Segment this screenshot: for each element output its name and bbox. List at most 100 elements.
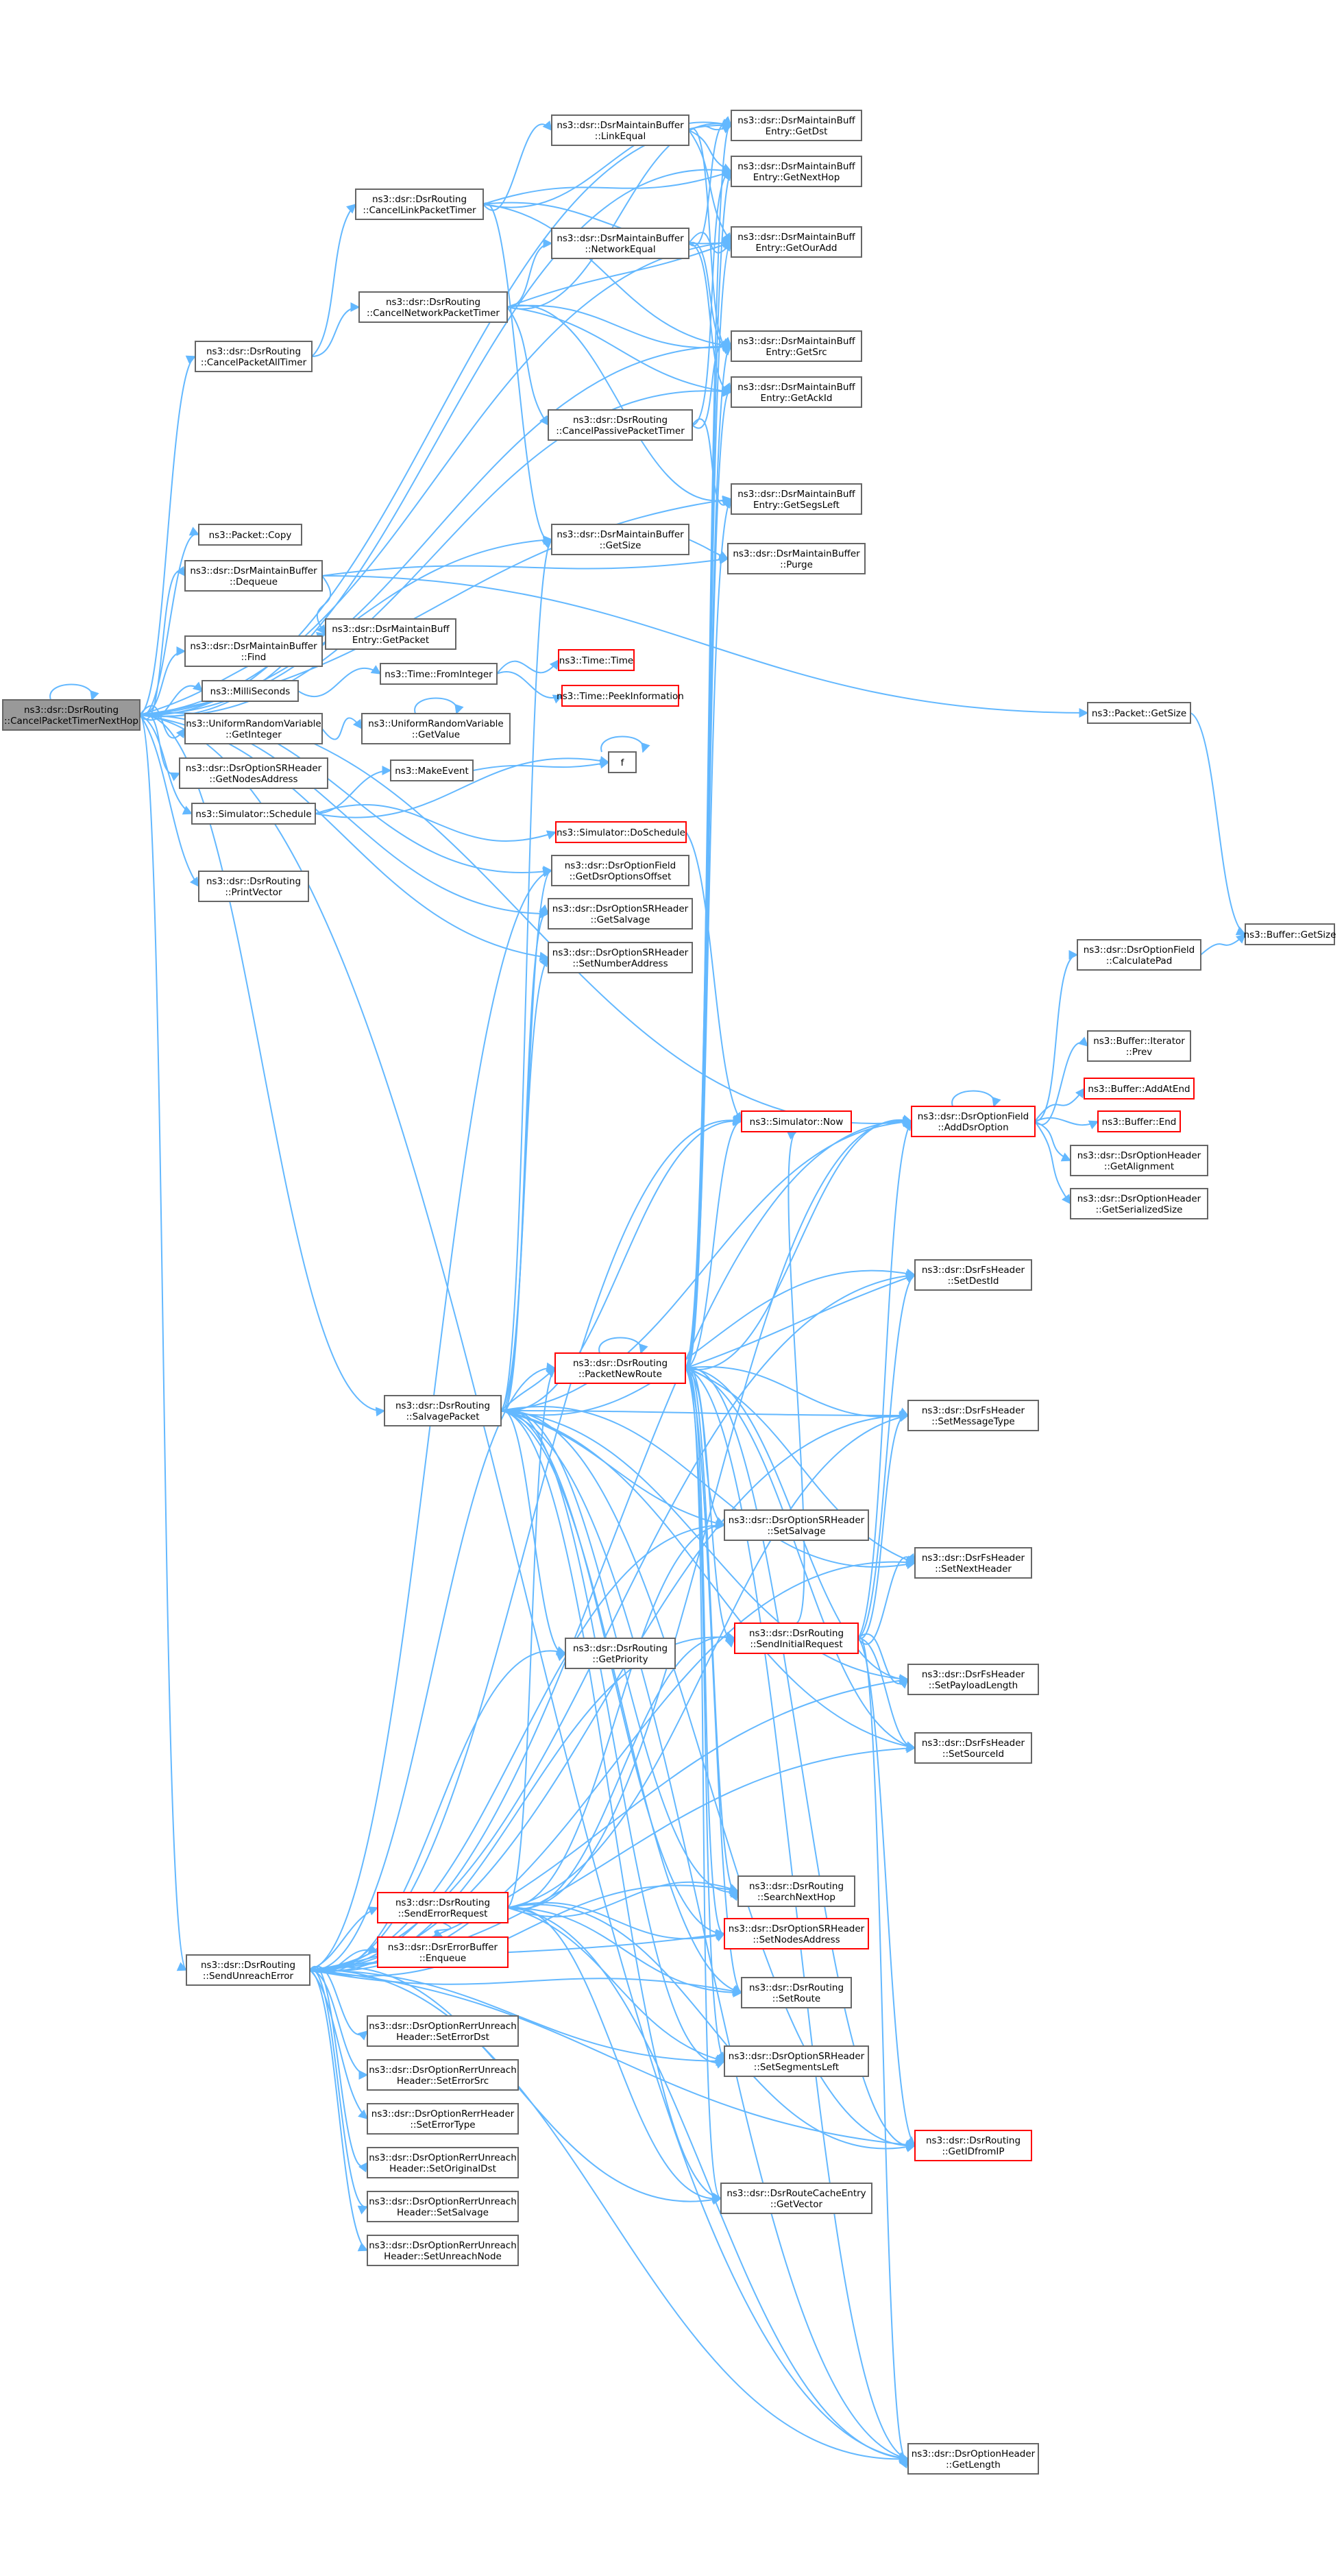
node-box-getPriority[interactable] (565, 1638, 676, 1669)
node-box-makeEvent[interactable] (390, 760, 474, 781)
node-box-find[interactable] (184, 635, 323, 667)
node-box-getPacket[interactable] (325, 618, 456, 650)
node-box-enqueue[interactable] (377, 1936, 509, 1968)
node-box-cancelNetworkPacketTimer[interactable] (358, 291, 508, 323)
node-box-setNodesAddress[interactable] (724, 1918, 869, 1949)
node-getValue[interactable]: ns3::UniformRandomVariable::GetValue (361, 713, 511, 744)
node-cancelPassivePacketTimer[interactable]: ns3::dsr::DsrRouting::CancelPassivePacke… (548, 409, 693, 441)
node-timeTime[interactable]: ns3::Time::Time (558, 649, 635, 671)
node-schedule[interactable]: ns3::Simulator::Schedule (191, 803, 316, 825)
node-box-milliSeconds[interactable] (201, 680, 299, 702)
node-salvagePacket[interactable]: ns3::dsr::DsrRouting::SalvagePacket (384, 1395, 502, 1426)
node-mbGetSize[interactable]: ns3::dsr::DsrMaintainBuffer::GetSize (551, 524, 689, 555)
node-box-root[interactable] (2, 699, 140, 731)
node-box-fromInteger[interactable] (380, 663, 498, 685)
node-setErrorSrc[interactable]: ns3::dsr::DsrOptionRerrUnreachHeader::Se… (367, 2059, 519, 2091)
node-box-getSegsLeft[interactable] (731, 483, 862, 515)
node-rceGetVector[interactable]: ns3::dsr::DsrRouteCacheEntry::GetVector (720, 2183, 872, 2214)
node-cancelLinkPacketTimer[interactable]: ns3::dsr::DsrRouting::CancelLinkPacketTi… (355, 189, 484, 220)
node-box-purge[interactable] (727, 543, 866, 574)
node-box-packetNewRoute[interactable] (554, 1352, 686, 1384)
node-sendUnreachError[interactable]: ns3::dsr::DsrRouting::SendUnreachError (186, 1954, 310, 1986)
node-linkEqual[interactable]: ns3::dsr::DsrMaintainBuffer::LinkEqual (551, 114, 689, 146)
node-box-f[interactable] (608, 751, 637, 773)
node-enqueue[interactable]: ns3::dsr::DsrErrorBuffer::Enqueue (377, 1936, 509, 1968)
node-setRoute[interactable]: ns3::dsr::DsrRouting::SetRoute (741, 1977, 852, 2008)
node-box-addDsrOption[interactable] (911, 1106, 1036, 1137)
node-box-getSerializedSize[interactable] (1070, 1188, 1208, 1219)
node-box-setMessageType[interactable] (907, 1400, 1039, 1431)
node-box-setDestId[interactable] (914, 1259, 1032, 1291)
node-box-mbGetSize[interactable] (551, 524, 689, 555)
node-box-getInteger[interactable] (184, 713, 323, 744)
node-addAtEnd[interactable]: ns3::Buffer::AddAtEnd (1084, 1078, 1195, 1099)
node-sendInitialRequest[interactable]: ns3::dsr::DsrRouting::SendInitialRequest (734, 1623, 859, 1654)
node-box-setErrorSrc[interactable] (367, 2059, 519, 2091)
node-addDsrOption[interactable]: ns3::dsr::DsrOptionField::AddDsrOption (911, 1106, 1036, 1137)
node-sendErrorRequest[interactable]: ns3::dsr::DsrRouting::SendErrorRequest (377, 1892, 509, 1923)
node-box-getSrc[interactable] (731, 330, 862, 362)
node-box-simulatorNow[interactable] (741, 1110, 852, 1132)
node-networkEqual[interactable]: ns3::dsr::DsrMaintainBuffer::NetworkEqua… (551, 228, 689, 259)
node-milliSeconds[interactable]: ns3::MilliSeconds (201, 680, 299, 702)
node-packetGetSize[interactable]: ns3::Packet::GetSize (1087, 702, 1191, 724)
node-setMessageType[interactable]: ns3::dsr::DsrFsHeader::SetMessageType (907, 1400, 1039, 1431)
node-getPriority[interactable]: ns3::dsr::DsrRouting::GetPriority (565, 1638, 676, 1669)
node-box-rceGetVector[interactable] (720, 2183, 872, 2214)
node-box-bufferEnd[interactable] (1097, 1110, 1181, 1132)
node-setSourceId[interactable]: ns3::dsr::DsrFsHeader::SetSourceId (914, 1732, 1032, 1764)
node-box-cancelLinkPacketTimer[interactable] (355, 189, 484, 220)
node-setPayloadLength[interactable]: ns3::dsr::DsrFsHeader::SetPayloadLength (907, 1664, 1039, 1695)
node-find[interactable]: ns3::dsr::DsrMaintainBuffer::Find (184, 635, 323, 667)
node-box-setSegmentsLeft[interactable] (724, 2045, 869, 2077)
node-box-bufferGetSize[interactable] (1245, 923, 1335, 945)
node-getNodesAddress[interactable]: ns3::dsr::DsrOptionSRHeader::GetNodesAdd… (179, 757, 328, 789)
node-searchNextHop[interactable]: ns3::dsr::DsrRouting::SearchNextHop (737, 1875, 855, 1907)
node-box-getDsrOptionsOffset[interactable] (551, 855, 689, 886)
node-setErrorType[interactable]: ns3::dsr::DsrOptionRerrHeader::SetErrorT… (367, 2103, 519, 2135)
node-box-addAtEnd[interactable] (1084, 1078, 1195, 1099)
node-setOriginalDst[interactable]: ns3::dsr::DsrOptionRerrUnreachHeader::Se… (367, 2147, 519, 2178)
node-printVector[interactable]: ns3::dsr::DsrRouting::PrintVector (198, 871, 309, 902)
node-root[interactable]: ns3::dsr::DsrRouting::CancelPacketTimerN… (2, 699, 140, 731)
node-setNodesAddress[interactable]: ns3::dsr::DsrOptionSRHeader::SetNodesAdd… (724, 1918, 869, 1949)
node-box-getAckId[interactable] (731, 376, 862, 408)
node-calculatePad[interactable]: ns3::dsr::DsrOptionField::CalculatePad (1077, 939, 1201, 971)
node-box-printVector[interactable] (198, 871, 309, 902)
node-getPacket[interactable]: ns3::dsr::DsrMaintainBuffEntry::GetPacke… (325, 618, 456, 650)
node-bufferEnd[interactable]: ns3::Buffer::End (1097, 1110, 1181, 1132)
node-box-getNextHop[interactable] (731, 156, 862, 187)
node-makeEvent[interactable]: ns3::MakeEvent (390, 760, 474, 781)
node-iteratorPrev[interactable]: ns3::Buffer::Iterator::Prev (1087, 1030, 1191, 1062)
node-setSalvage[interactable]: ns3::dsr::DsrOptionSRHeader::SetSalvage (724, 1509, 869, 1541)
node-box-cancelPassivePacketTimer[interactable] (548, 409, 693, 441)
node-setNumberAddress[interactable]: ns3::dsr::DsrOptionSRHeader::SetNumberAd… (548, 942, 693, 973)
node-purge[interactable]: ns3::dsr::DsrMaintainBuffer::Purge (727, 543, 866, 574)
node-rerrSetSalvage[interactable]: ns3::dsr::DsrOptionRerrUnreachHeader::Se… (367, 2191, 519, 2222)
node-box-getLength[interactable] (907, 2443, 1039, 2475)
node-box-iteratorPrev[interactable] (1087, 1030, 1191, 1062)
node-box-schedule[interactable] (191, 803, 316, 825)
node-box-packetGetSize[interactable] (1087, 702, 1191, 724)
node-cancelPacketAllTimer[interactable]: ns3::dsr::DsrRouting::CancelPacketAllTim… (195, 341, 313, 372)
node-getLength[interactable]: ns3::dsr::DsrOptionHeader::GetLength (907, 2443, 1039, 2475)
node-peekInformation[interactable]: ns3::Time::PeekInformation (557, 685, 684, 707)
node-box-setNumberAddress[interactable] (548, 942, 693, 973)
node-box-setErrorDst[interactable] (367, 2015, 519, 2047)
node-getIDfromIP[interactable]: ns3::dsr::DsrRouting::GetIDfromIP (914, 2130, 1032, 2161)
node-getDsrOptionsOffset[interactable]: ns3::dsr::DsrOptionField::GetDsrOptionsO… (551, 855, 689, 886)
node-cancelNetworkPacketTimer[interactable]: ns3::dsr::DsrRouting::CancelNetworkPacke… (358, 291, 508, 323)
node-simulatorNow[interactable]: ns3::Simulator::Now (741, 1110, 852, 1132)
node-box-getAlignment[interactable] (1070, 1145, 1208, 1176)
node-box-setErrorType[interactable] (367, 2103, 519, 2135)
node-box-cancelPacketAllTimer[interactable] (195, 341, 313, 372)
node-box-getOurAdd[interactable] (731, 226, 862, 258)
node-box-setSalvage[interactable] (724, 1509, 869, 1541)
node-box-rerrSetSalvage[interactable] (367, 2191, 519, 2222)
node-box-doSchedule[interactable] (555, 821, 687, 843)
node-doSchedule[interactable]: ns3::Simulator::DoSchedule (555, 821, 687, 843)
node-setUnreachNode[interactable]: ns3::dsr::DsrOptionRerrUnreachHeader::Se… (367, 2235, 519, 2266)
